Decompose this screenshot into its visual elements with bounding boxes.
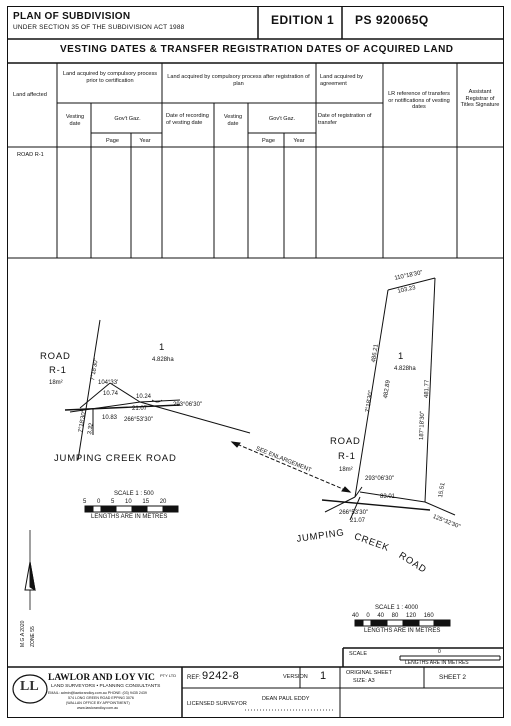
north-zone-label: ZONE 55: [30, 626, 36, 647]
firm-contact-1: EMAIL: admin@lawlorandloy.com.au PHONE: …: [48, 691, 147, 695]
version-label: VERSION: [283, 674, 308, 680]
left-lot-number: 1: [159, 342, 166, 353]
surveyor-label: LICENSED SURVEYOR: [187, 701, 247, 707]
right-road-label: ROAD: [330, 436, 361, 447]
table-title: VESTING DATES & TRANSFER REGISTRATION DA…: [60, 44, 454, 55]
col-date-recording: Date of recording of vesting date: [166, 113, 209, 126]
left-bearing-d: 293°06'30": [173, 402, 203, 408]
ref-label: REF:: [187, 675, 201, 681]
right-bottom-dist: 83.01: [380, 494, 396, 500]
surveyor-name: DEAN PAUL EDDY: [262, 696, 310, 702]
right-base-bearing: 266°53'30": [339, 510, 369, 516]
version-value: 1: [320, 670, 327, 682]
left-dist-d: 21.07: [132, 406, 148, 412]
left-dist-c: 10.83: [102, 415, 118, 421]
right-lot-number: 1: [398, 351, 405, 362]
edition-label: EDITION 1: [271, 13, 335, 27]
north-grid-label: M.G.A 2020: [20, 620, 26, 647]
col-group-agreement: Land acquired by agreement: [320, 74, 363, 87]
right-scale-units: LENGTHS ARE IN METRES: [364, 628, 441, 634]
plan-subtitle: UNDER SECTION 35 OF THE SUBDIVISION ACT …: [13, 24, 185, 31]
col-year-1: Year: [139, 138, 151, 144]
col-date-registration: Date of registration of transfer: [318, 113, 372, 126]
left-street-name: JUMPING CREEK ROAD: [54, 453, 177, 464]
col-registrar-signature: Assistant Registrar of Titles Signature: [460, 89, 500, 109]
right-right-dist: 481.77: [424, 379, 431, 399]
table-row-land: ROAD R-1: [17, 152, 44, 158]
right-scale-ticks: 40 0 40 80 120 160: [352, 613, 434, 619]
left-dist-b: 10.24: [136, 394, 152, 400]
right-bottom-bearing: 293°06'30": [365, 476, 395, 482]
right-road-area: 18m²: [339, 467, 353, 473]
sheet-number: SHEET 2: [439, 674, 466, 681]
firm-contact-2: 574 LONG GREEN ROAD EPPING 3076: [68, 696, 134, 700]
firm-suffix: PTY LTD: [160, 673, 177, 678]
sheet-size-label: ORIGINAL SHEET: [346, 670, 392, 676]
left-bearing-c: 266°53'30": [124, 417, 154, 423]
sheet-size-value: SIZE: A3: [353, 678, 375, 684]
col-page-2: Page: [261, 138, 276, 144]
col-vesting-date-2: Vesting date: [223, 114, 243, 127]
firm-contact-4: www.lawlorandloy.com.au: [77, 706, 119, 710]
col-govt-gaz-2: Gov't Gaz.: [268, 116, 296, 122]
firm-name: LAWLOR AND LOY VIC: [48, 673, 155, 683]
left-road-area: 18m²: [49, 380, 63, 386]
col-group-prior: Land acquired by compulsory process prio…: [62, 71, 158, 84]
right-scale-title: SCALE 1 : 4000: [375, 605, 419, 611]
col-vesting-date-1: Vesting date: [65, 114, 85, 127]
firm-logo-mark: LL: [20, 679, 39, 694]
left-scale-units: LENGTHS ARE IN METRES: [91, 514, 168, 520]
left-scale-ticks: 5 0 5 10 15 20: [83, 499, 167, 505]
right-road-id: R-1: [338, 451, 356, 462]
right-right-bearing: 187°18'30": [419, 410, 427, 441]
left-road-label: ROAD: [40, 351, 71, 362]
left-lot-area: 4.828ha: [152, 357, 174, 363]
footer-scale-zero: 0: [438, 649, 441, 655]
firm-contact-3: (WALLAN OFFICE BY APPOINTMENT): [66, 701, 130, 705]
left-dist-a: 10.74: [103, 391, 119, 397]
col-page-1: Page: [105, 138, 120, 144]
footer-scale-units: LENGTHS ARE IN METRES: [405, 660, 469, 666]
plan-title: PLAN OF SUBDIVISION: [13, 11, 131, 22]
plan-frame: [7, 6, 504, 718]
firm-services: LAND SURVEYORS • PLANNING CONSULTANTS: [51, 684, 161, 689]
col-group-after: Land acquired by compulsory process afte…: [167, 74, 310, 87]
left-bearing-b: 104°33': [98, 380, 119, 386]
ref-value: 9242-8: [202, 670, 240, 682]
col-land-affected: Land affected: [13, 92, 47, 98]
footer-scale-label: SCALE: [349, 651, 368, 657]
right-base-dist: 21.07: [350, 518, 366, 524]
left-road-id: R-1: [49, 365, 67, 376]
plan-number: PS 920065Q: [355, 13, 429, 27]
col-year-2: Year: [293, 138, 305, 144]
col-lr-reference: LR reference of transfers or notificatio…: [388, 91, 450, 111]
col-govt-gaz-1: Gov't Gaz.: [114, 116, 141, 122]
right-lot-area: 4.828ha: [394, 366, 416, 372]
left-scale-title: SCALE 1 : 500: [114, 491, 154, 497]
